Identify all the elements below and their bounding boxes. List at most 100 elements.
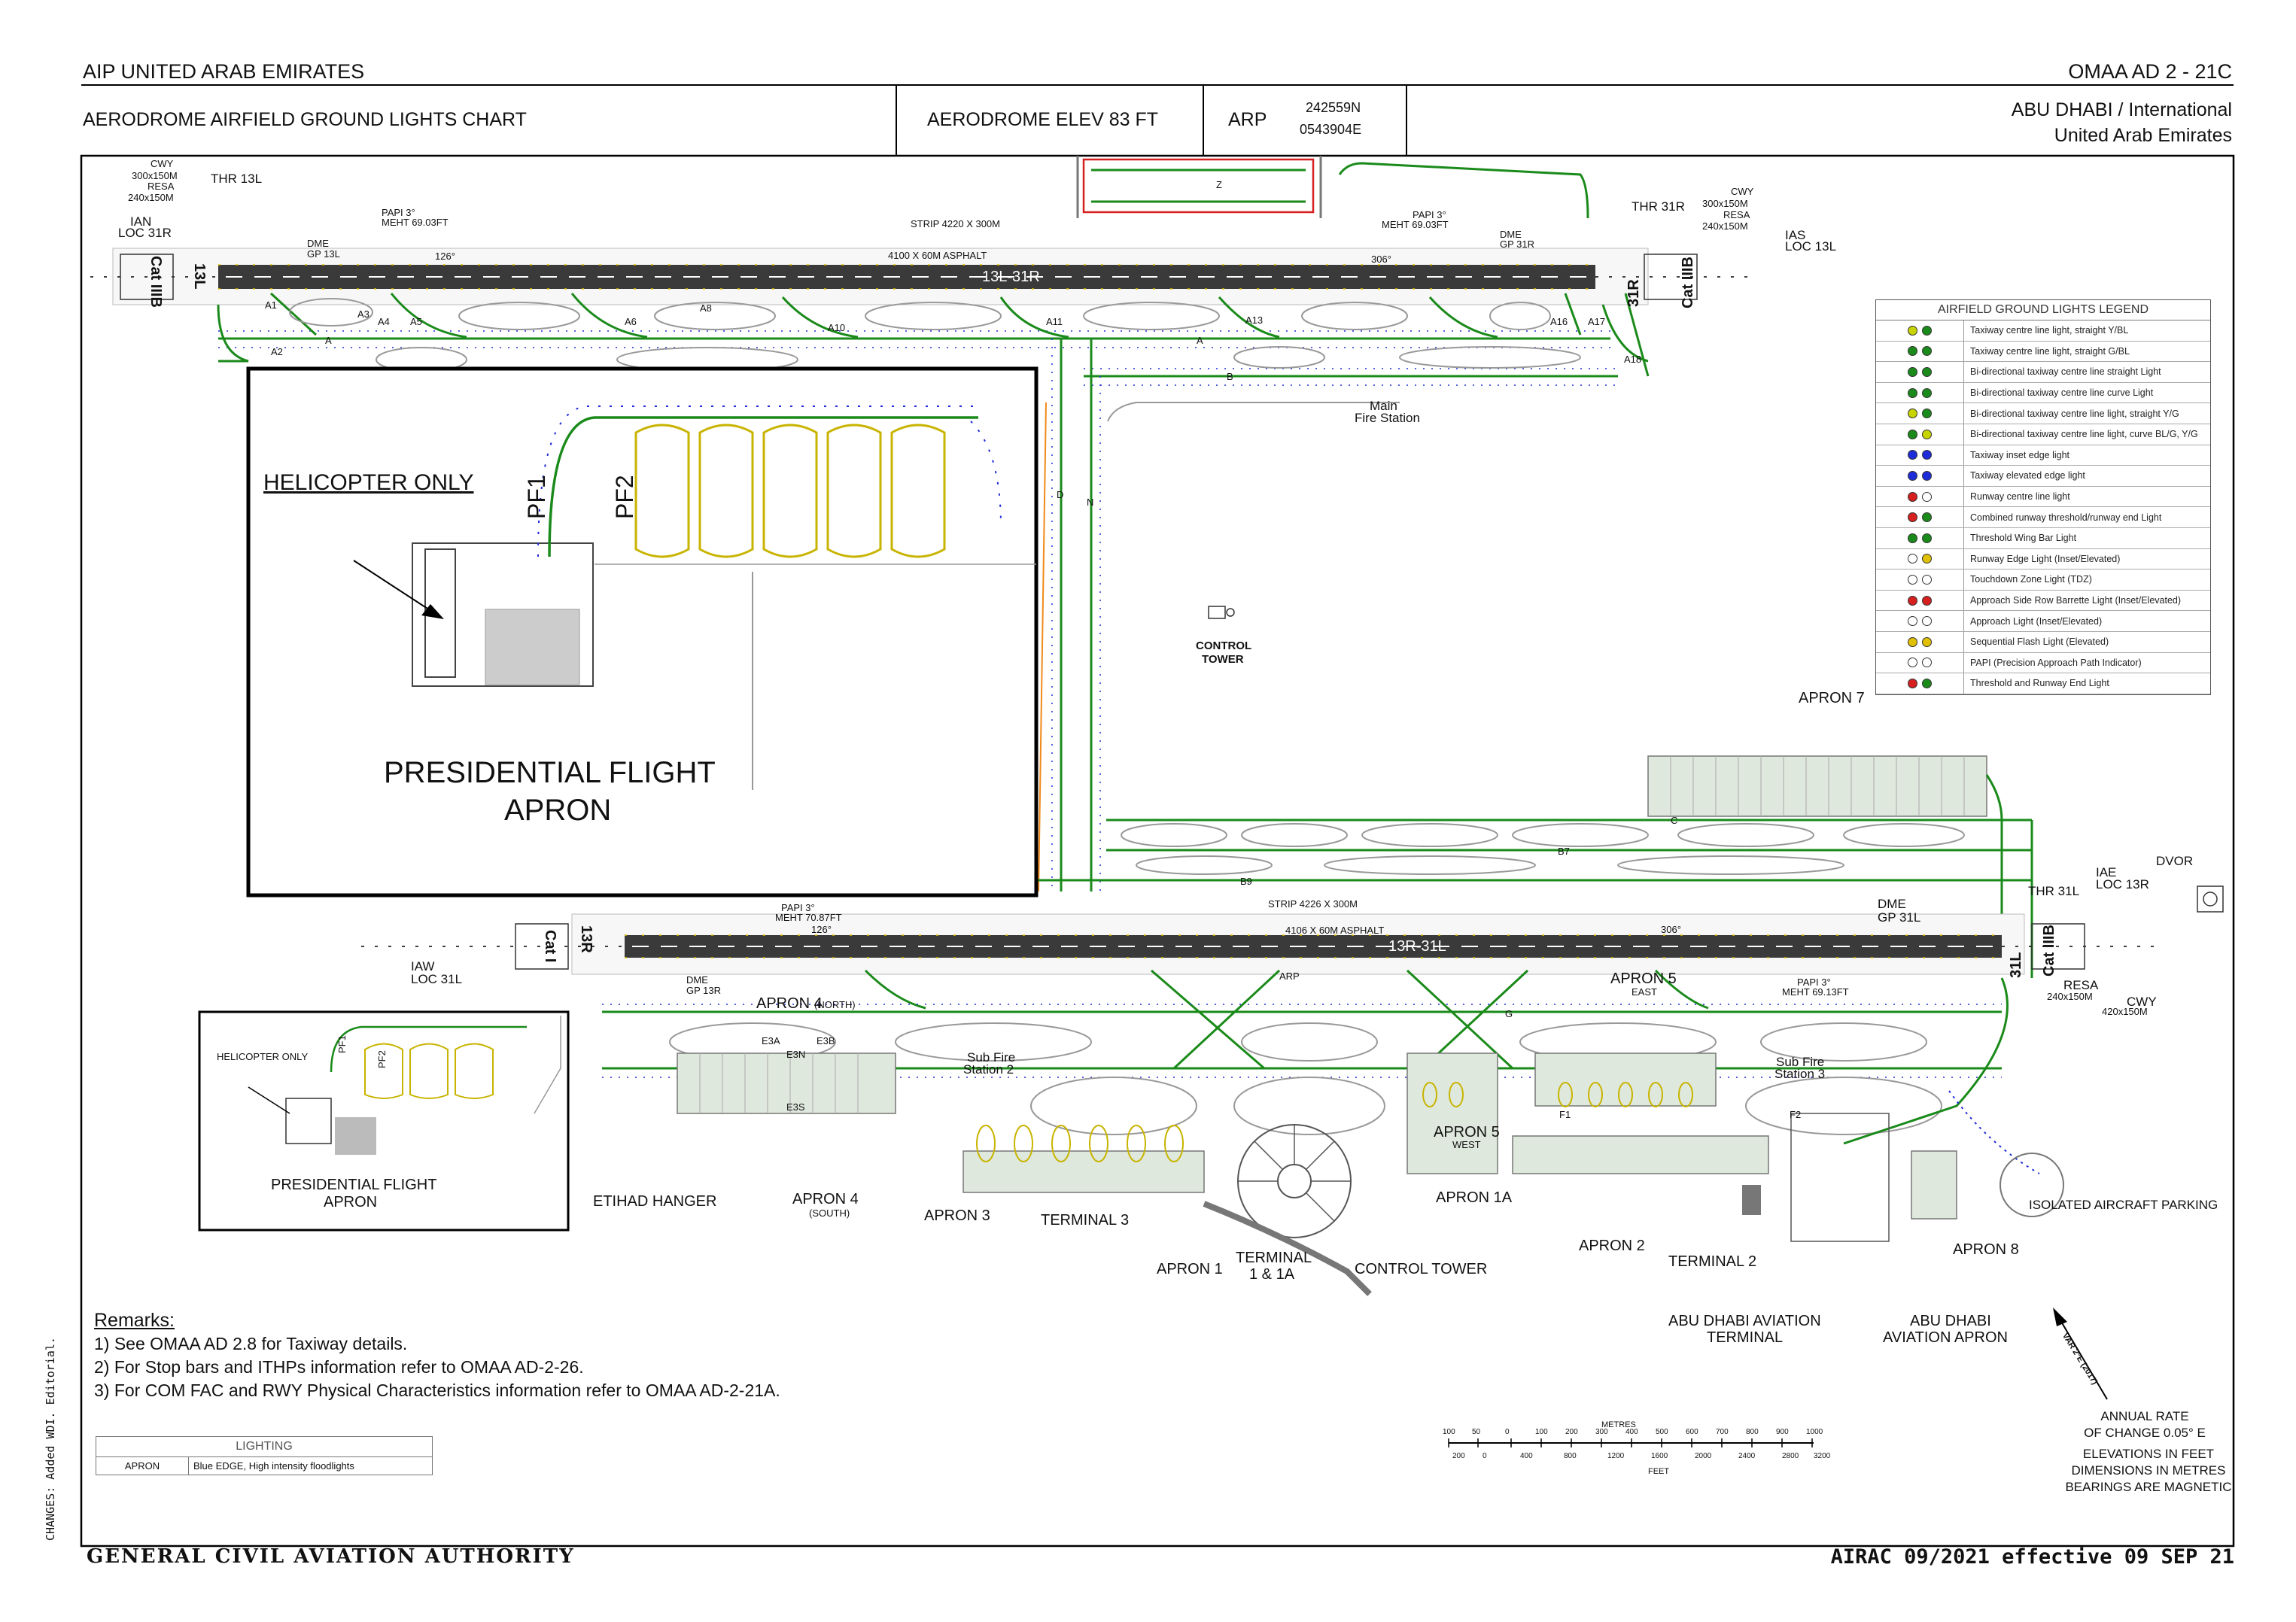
header-rule: [81, 84, 2234, 86]
light-symbol-icon: [1922, 491, 1932, 502]
presidential-apron-large-2: APRON: [504, 794, 612, 827]
taxiway-b-label: B: [1227, 371, 1233, 382]
remark-item: 2) For Stop bars and ITHPs information r…: [94, 1357, 584, 1377]
legend-symbol: [1876, 631, 1964, 652]
terminal-3-label: TERMINAL 3: [1041, 1212, 1130, 1229]
light-symbol-icon: [1908, 636, 1917, 647]
scale-tick-label: 2000: [1695, 1452, 1712, 1460]
light-symbol-icon: [1922, 658, 1932, 668]
legend-symbol: [1876, 320, 1964, 341]
light-symbol-icon: [1922, 636, 1932, 647]
lighting-table: LIGHTING APRON Blue EDGE, High intensity…: [96, 1436, 433, 1475]
publication-title: AIP UNITED ARAB EMIRATES: [83, 60, 365, 83]
legend-symbol: [1876, 486, 1964, 507]
dvor-label: DVOR: [2156, 854, 2194, 868]
sub-fire-station-3b: Station 3: [1774, 1067, 1826, 1081]
presidential-apron-small-2: APRON: [324, 1194, 378, 1210]
legend-row: Bi-directional taxiway centre line light…: [1876, 403, 2210, 424]
taxiway-a1-label: A1: [265, 299, 277, 311]
scale-feet-label: FEET: [1648, 1467, 1670, 1476]
cat-i-13r: Cat I: [542, 930, 558, 963]
pf1-small: PF1: [336, 1035, 348, 1053]
legend-label: Taxiway inset edge light: [1970, 449, 2070, 460]
loc-13l: LOC 13L: [1785, 239, 1837, 254]
units-note: DIMENSIONS IN METRES: [2071, 1463, 2226, 1478]
apron-5-east-label: APRON 5: [1610, 970, 1677, 987]
light-symbol-icon: [1908, 325, 1917, 336]
resa-31r-dimension: 240x150M: [1702, 220, 1748, 232]
header-divider: [896, 85, 897, 156]
apron-8-label: APRON 8: [1953, 1241, 2019, 1258]
arp-longitude: 0543904E: [1300, 122, 1362, 137]
control-tower-north-2: TOWER: [1202, 653, 1244, 666]
light-symbol-icon: [1922, 554, 1932, 564]
threshold-31r: THR 31R: [1632, 199, 1685, 214]
light-symbol-icon: [1922, 512, 1932, 523]
remark-item: 3) For COM FAC and RWY Physical Characte…: [94, 1381, 780, 1400]
footer-authority: GENERAL CIVIL AVIATION AUTHORITY: [87, 1545, 575, 1568]
lighting-table-title: LIGHTING: [96, 1437, 432, 1457]
legend-symbol: [1876, 466, 1964, 486]
light-symbol-icon: [1908, 450, 1917, 460]
light-symbol-icon: [1908, 595, 1917, 606]
runway-13r-31l-label: 13R-31L: [1388, 938, 1446, 955]
runway-13l-31r-label: 13L-31R: [982, 269, 1040, 285]
legend-label: Approach Light (Inset/Elevated): [1970, 615, 2103, 627]
legend-symbol: [1876, 527, 1964, 548]
country-name: United Arab Emirates: [2054, 125, 2232, 146]
resa-31l-dimension: 240x150M: [2047, 991, 2093, 1002]
scale-metres-label: METRES: [1601, 1420, 1636, 1429]
legend-row: Sequential Flash Light (Elevated): [1876, 631, 2210, 653]
runway-end-13r: 13R: [578, 925, 595, 953]
legend-row: Runway Edge Light (Inset/Elevated): [1876, 548, 2210, 570]
legend-label: Runway centre line light: [1970, 491, 2070, 503]
heading-126-north: 126°: [435, 251, 455, 262]
light-symbol-icon: [1908, 574, 1917, 585]
threshold-31l: THR 31L: [2028, 884, 2080, 898]
resa-31r: RESA: [1723, 209, 1750, 220]
dme-13l: DME: [307, 238, 329, 249]
taxiway-e3s: E3S: [786, 1101, 805, 1113]
taxiway-a18-label: A18: [1624, 354, 1642, 365]
apron-3-label: APRON 3: [924, 1207, 990, 1224]
legend-title: AIRFIELD GROUND LIGHTS LEGEND: [1876, 300, 2210, 320]
taxiway-e3n: E3N: [786, 1049, 806, 1060]
apron-4-north-label: APRON 4: [756, 995, 823, 1012]
legend-row: Approach Light (Inset/Elevated): [1876, 611, 2210, 632]
meht-13r: MEHT 70.87FT: [775, 912, 842, 923]
north-runway-asphalt: 4100 X 60M ASPHALT: [888, 250, 987, 261]
legend-row: Runway centre line light: [1876, 486, 2210, 508]
legend-symbol: [1876, 652, 1964, 673]
cwy-13l: CWY: [151, 158, 174, 169]
north-strip-dimension: STRIP 4220 X 300M: [911, 218, 1000, 229]
taxiway-a-label: A: [325, 335, 332, 346]
loc-ias: IAS: [1785, 228, 1806, 242]
legend-symbol: [1876, 362, 1964, 382]
light-symbol-icon: [1922, 574, 1932, 585]
light-symbol-icon: [1922, 470, 1932, 481]
fire-station-label: Main: [1370, 399, 1397, 413]
resa-13l-dimension: 240x150M: [128, 192, 174, 203]
legend-label: Taxiway elevated edge light: [1970, 470, 2085, 481]
taxiway-a6-label: A6: [625, 316, 637, 327]
taxiway-f1: F1: [1559, 1109, 1571, 1120]
ada-terminal-label: ABU DHABI AVIATION: [1668, 1313, 1821, 1329]
legend-label: Sequential Flash Light (Elevated): [1970, 636, 2109, 648]
cwy-31r: CWY: [1731, 186, 1754, 197]
header-divider: [1203, 85, 1204, 156]
legend-row: Bi-directional taxiway centre line curve…: [1876, 382, 2210, 404]
presidential-apron-large: PRESIDENTIAL FLIGHT: [384, 756, 716, 789]
light-symbol-icon: [1908, 616, 1917, 627]
resa-13l: RESA: [147, 181, 175, 192]
legend-symbol: [1876, 445, 1964, 466]
scale-tick-label: 300: [1595, 1428, 1608, 1436]
loc-31r: LOC 31R: [118, 226, 172, 240]
legend-row: Taxiway centre line light, straight Y/BL: [1876, 320, 2210, 342]
legend-label: Taxiway centre line light, straight G/BL: [1970, 345, 2130, 357]
light-symbol-icon: [1922, 366, 1932, 377]
remark-item: 1) See OMAA AD 2.8 for Taxiway details.: [94, 1334, 408, 1353]
light-symbol-icon: [1908, 470, 1917, 481]
legend-symbol: [1876, 611, 1964, 631]
loc-ian: IAN: [130, 214, 152, 229]
